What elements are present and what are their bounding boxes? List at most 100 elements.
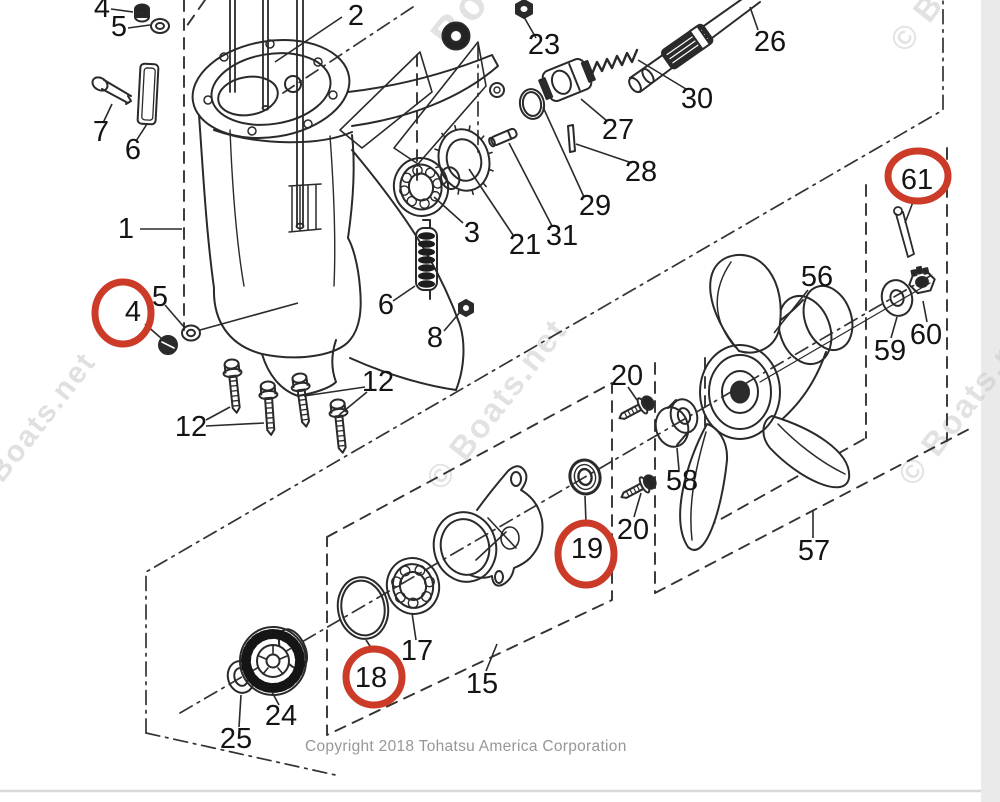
part-label-29-8: 29 xyxy=(579,190,611,222)
driveshaft-2 xyxy=(229,0,305,230)
part-label-25-34: 25 xyxy=(220,723,252,755)
highlight-circle-61 xyxy=(884,147,952,205)
part-label-4-16: 4 xyxy=(125,296,141,328)
castle-nut-60 xyxy=(908,265,936,295)
leader-line-32 xyxy=(485,643,498,672)
pin-31 xyxy=(488,127,518,148)
screw-4-side xyxy=(158,335,178,355)
spring-30 xyxy=(590,48,639,76)
leader-line-22 xyxy=(338,391,368,416)
grommet-23 xyxy=(441,21,471,51)
thrust-hub-58 xyxy=(654,398,699,448)
leader-line-13 xyxy=(110,8,134,13)
part-label-56-24: 56 xyxy=(801,261,833,293)
bolt-12-b xyxy=(257,379,282,437)
part-label-24-33: 24 xyxy=(265,700,297,732)
washer-5-side xyxy=(181,324,201,342)
leader-line-2 xyxy=(749,6,759,31)
leader-line-16 xyxy=(164,304,185,328)
highlight-layer xyxy=(91,147,952,709)
body-right-edge xyxy=(347,134,355,239)
part-label-18-32: 18 xyxy=(355,662,387,694)
prop-axis-solid xyxy=(759,282,931,383)
leader-line-37 xyxy=(199,302,299,331)
part-label-8-18: 8 xyxy=(427,322,443,354)
body-left-edge xyxy=(198,114,215,289)
part-label-61-27: 61 xyxy=(901,164,933,196)
part-label-15-30: 15 xyxy=(466,668,498,700)
leader-line-17 xyxy=(392,285,416,302)
part-label-59-25: 59 xyxy=(874,335,906,367)
part-label-28-7: 28 xyxy=(625,156,657,188)
box-1-left xyxy=(183,0,206,331)
water-inlet-grate xyxy=(288,183,322,233)
part-label-6-17: 6 xyxy=(378,289,394,321)
bearing-carrier-15 xyxy=(432,465,544,587)
part-label-17-31: 17 xyxy=(401,635,433,667)
part-label-31-9: 31 xyxy=(546,220,578,252)
plate-hole-inner xyxy=(493,86,501,94)
leader-line-19 xyxy=(205,406,231,421)
bearing-17 xyxy=(385,557,441,615)
part-label-26-4: 26 xyxy=(754,26,786,58)
flange-bolt-holes xyxy=(203,39,338,136)
watermark-0: Boats.net xyxy=(0,346,103,488)
torpedo xyxy=(212,237,362,359)
leader-line-23 xyxy=(627,386,638,401)
part-label-12-20: 12 xyxy=(362,366,394,398)
part-label-19-29: 19 xyxy=(571,533,603,565)
part-label-5-1: 5 xyxy=(111,11,127,43)
skeg xyxy=(261,339,337,397)
part-label-4-0: 4 xyxy=(94,0,110,24)
leader-line-4 xyxy=(580,98,608,122)
propeller-shaft-26 xyxy=(628,0,761,94)
forward-gear-21 xyxy=(434,124,494,196)
leader-layer xyxy=(102,6,928,728)
bolt-4-top xyxy=(134,3,150,23)
part-label-30-5: 30 xyxy=(681,83,713,115)
leader-line-5 xyxy=(575,143,633,164)
strut-underside xyxy=(349,357,457,391)
leader-line-0 xyxy=(274,16,343,63)
part-label-57-28: 57 xyxy=(798,535,830,567)
highlight-circle-19 xyxy=(554,519,618,589)
leader-line-21 xyxy=(303,386,366,397)
plate-hole-outer xyxy=(489,82,505,98)
part-label-60-26: 60 xyxy=(910,319,942,351)
section-triangle-2 xyxy=(393,41,487,165)
leader-line-1 xyxy=(523,16,537,39)
leader-line-36 xyxy=(238,694,242,728)
section-triangle-1 xyxy=(339,51,433,149)
leader-line-11 xyxy=(135,123,148,142)
box-57-bottom xyxy=(654,425,976,594)
propshaft-axis xyxy=(179,275,931,714)
leader-line-31 xyxy=(584,495,587,524)
part-label-23-3: 23 xyxy=(528,29,560,61)
part-label-5-15: 5 xyxy=(152,281,168,313)
cotter-pin-61 xyxy=(893,206,915,258)
blade-top xyxy=(709,254,782,354)
watermark-layer: Boats.net© Boats.netBoats.net© Boats.net… xyxy=(0,0,1000,496)
leader-line-6 xyxy=(542,106,585,198)
leader-line-9 xyxy=(433,196,464,224)
part-label-6-13: 6 xyxy=(125,134,141,166)
gearcase-housing-1 xyxy=(191,39,505,397)
washer-5-top xyxy=(150,18,170,34)
flange-bore xyxy=(284,75,302,93)
section-divider xyxy=(145,0,944,734)
anti-ventilation-plate xyxy=(347,54,499,127)
highlight-circle-18 xyxy=(342,645,406,709)
leader-line-7 xyxy=(508,142,553,227)
part-label-3-11: 3 xyxy=(464,217,480,249)
leader-line-10 xyxy=(102,103,113,124)
leader-line-25 xyxy=(676,447,680,471)
leader-line-27 xyxy=(890,316,898,339)
right-edge-strip xyxy=(981,0,1000,802)
nut-23 xyxy=(515,0,533,19)
bolt-12-c xyxy=(288,371,317,429)
flange-opening xyxy=(217,75,279,117)
part-label-2-2: 2 xyxy=(348,0,364,32)
nut-8 xyxy=(458,299,474,317)
